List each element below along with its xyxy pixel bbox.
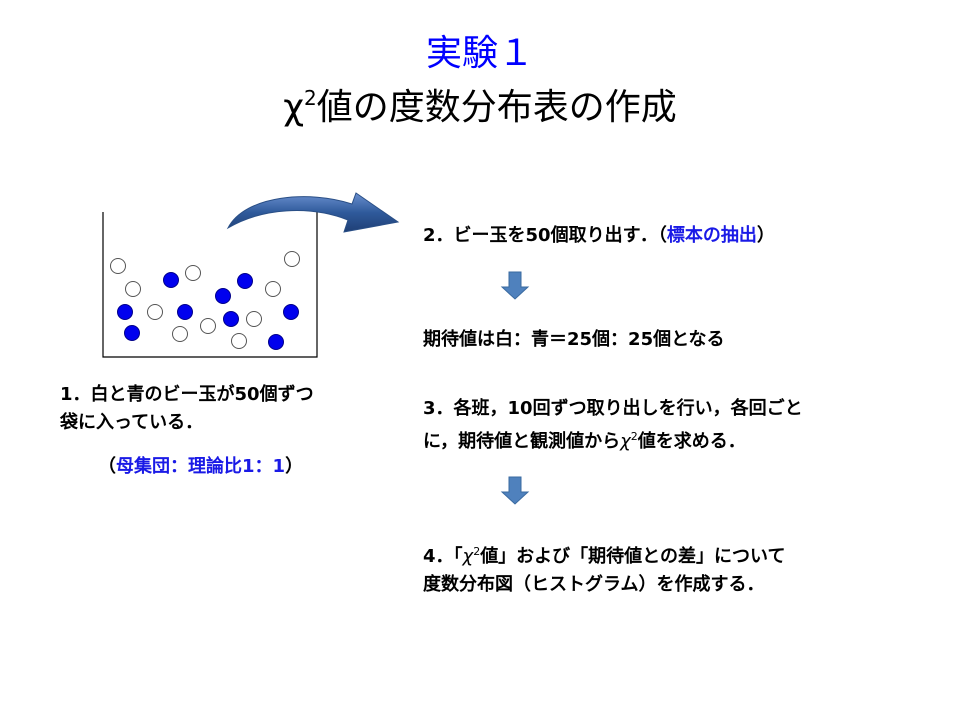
white-marble bbox=[246, 311, 262, 327]
step4-line2: 度数分布図（ヒストグラム）を作成する． bbox=[423, 574, 765, 595]
down-arrow-icon bbox=[500, 476, 530, 505]
step1-note: （母集団：理論比1：1） bbox=[98, 453, 303, 481]
blue-marble bbox=[117, 304, 133, 320]
white-marble bbox=[231, 333, 247, 349]
step1-text: 1．白と青のビー玉が50個ずつ 袋に入っている． bbox=[60, 381, 314, 437]
step3-text: 3．各班，10回ずつ取り出しを行い，各回ごと に，期待値と観測値からχ2値を求め… bbox=[423, 395, 803, 456]
blue-marble bbox=[237, 273, 253, 289]
paren-close: ） bbox=[756, 225, 775, 246]
blue-marble bbox=[223, 311, 239, 327]
curved-arrow-icon bbox=[226, 192, 400, 233]
step3-line2-post: 値を求める． bbox=[637, 431, 746, 452]
step3-line2-pre: に，期待値と観測値から bbox=[423, 431, 621, 452]
population-label: 母集団：理論比1：1 bbox=[116, 456, 286, 477]
paren-open: （ bbox=[98, 456, 116, 477]
white-marble bbox=[185, 265, 201, 281]
blue-marble bbox=[124, 325, 140, 341]
marbles bbox=[110, 251, 300, 350]
sampling-label: 標本の抽出 bbox=[666, 225, 757, 246]
white-marble bbox=[125, 281, 141, 297]
paren-close: ） bbox=[285, 456, 304, 477]
chi-symbol: χ bbox=[283, 87, 305, 128]
chi-symbol: χ bbox=[620, 431, 631, 452]
chi-superscript: 2 bbox=[630, 430, 638, 443]
step2-main: 2．ビー玉を50個取り出す．（ bbox=[423, 225, 667, 246]
step1-line2: 袋に入っている． bbox=[60, 412, 204, 433]
step1-line1: 1．白と青のビー玉が50個ずつ bbox=[60, 384, 314, 405]
white-marble bbox=[147, 304, 163, 320]
blue-marble bbox=[268, 334, 284, 350]
subtitle-text: 値の度数分布表の作成 bbox=[316, 87, 677, 128]
step3-line1: 3．各班，10回ずつ取り出しを行い，各回ごと bbox=[423, 398, 803, 419]
blue-marble bbox=[163, 272, 179, 288]
step4-text: 4．「χ2値」および「期待値との差」について 度数分布図（ヒストグラム）を作成す… bbox=[423, 538, 785, 599]
step4-line1-post: 値」および「期待値との差」について bbox=[480, 546, 786, 567]
white-marble bbox=[200, 318, 216, 334]
white-marble bbox=[110, 258, 126, 274]
white-marble bbox=[265, 281, 281, 297]
white-marble bbox=[284, 251, 300, 267]
step4-line1-pre: 4．「 bbox=[423, 546, 463, 567]
expected-value-text: 期待値は白：青＝25個：25個となる bbox=[423, 329, 725, 350]
down-arrow-icon bbox=[500, 271, 530, 300]
marble-bag bbox=[102, 212, 318, 358]
chi-superscript: 2 bbox=[304, 86, 317, 110]
slide-title: 実験１ bbox=[425, 33, 534, 74]
white-marble bbox=[172, 326, 188, 342]
blue-marble bbox=[215, 288, 231, 304]
step2-text: 2．ビー玉を50個取り出す．（標本の抽出） bbox=[423, 222, 775, 250]
chi-symbol: χ bbox=[462, 546, 474, 567]
blue-marble bbox=[283, 304, 299, 320]
blue-marble bbox=[177, 304, 193, 320]
step4-line1: 4．「χ2値」および「期待値との差」について bbox=[423, 538, 785, 571]
chi-superscript: 2 bbox=[473, 545, 481, 558]
step3-line2: に，期待値と観測値からχ2値を求める． bbox=[423, 423, 803, 456]
slide-subtitle: χ2値の度数分布表の作成 bbox=[0, 88, 960, 126]
